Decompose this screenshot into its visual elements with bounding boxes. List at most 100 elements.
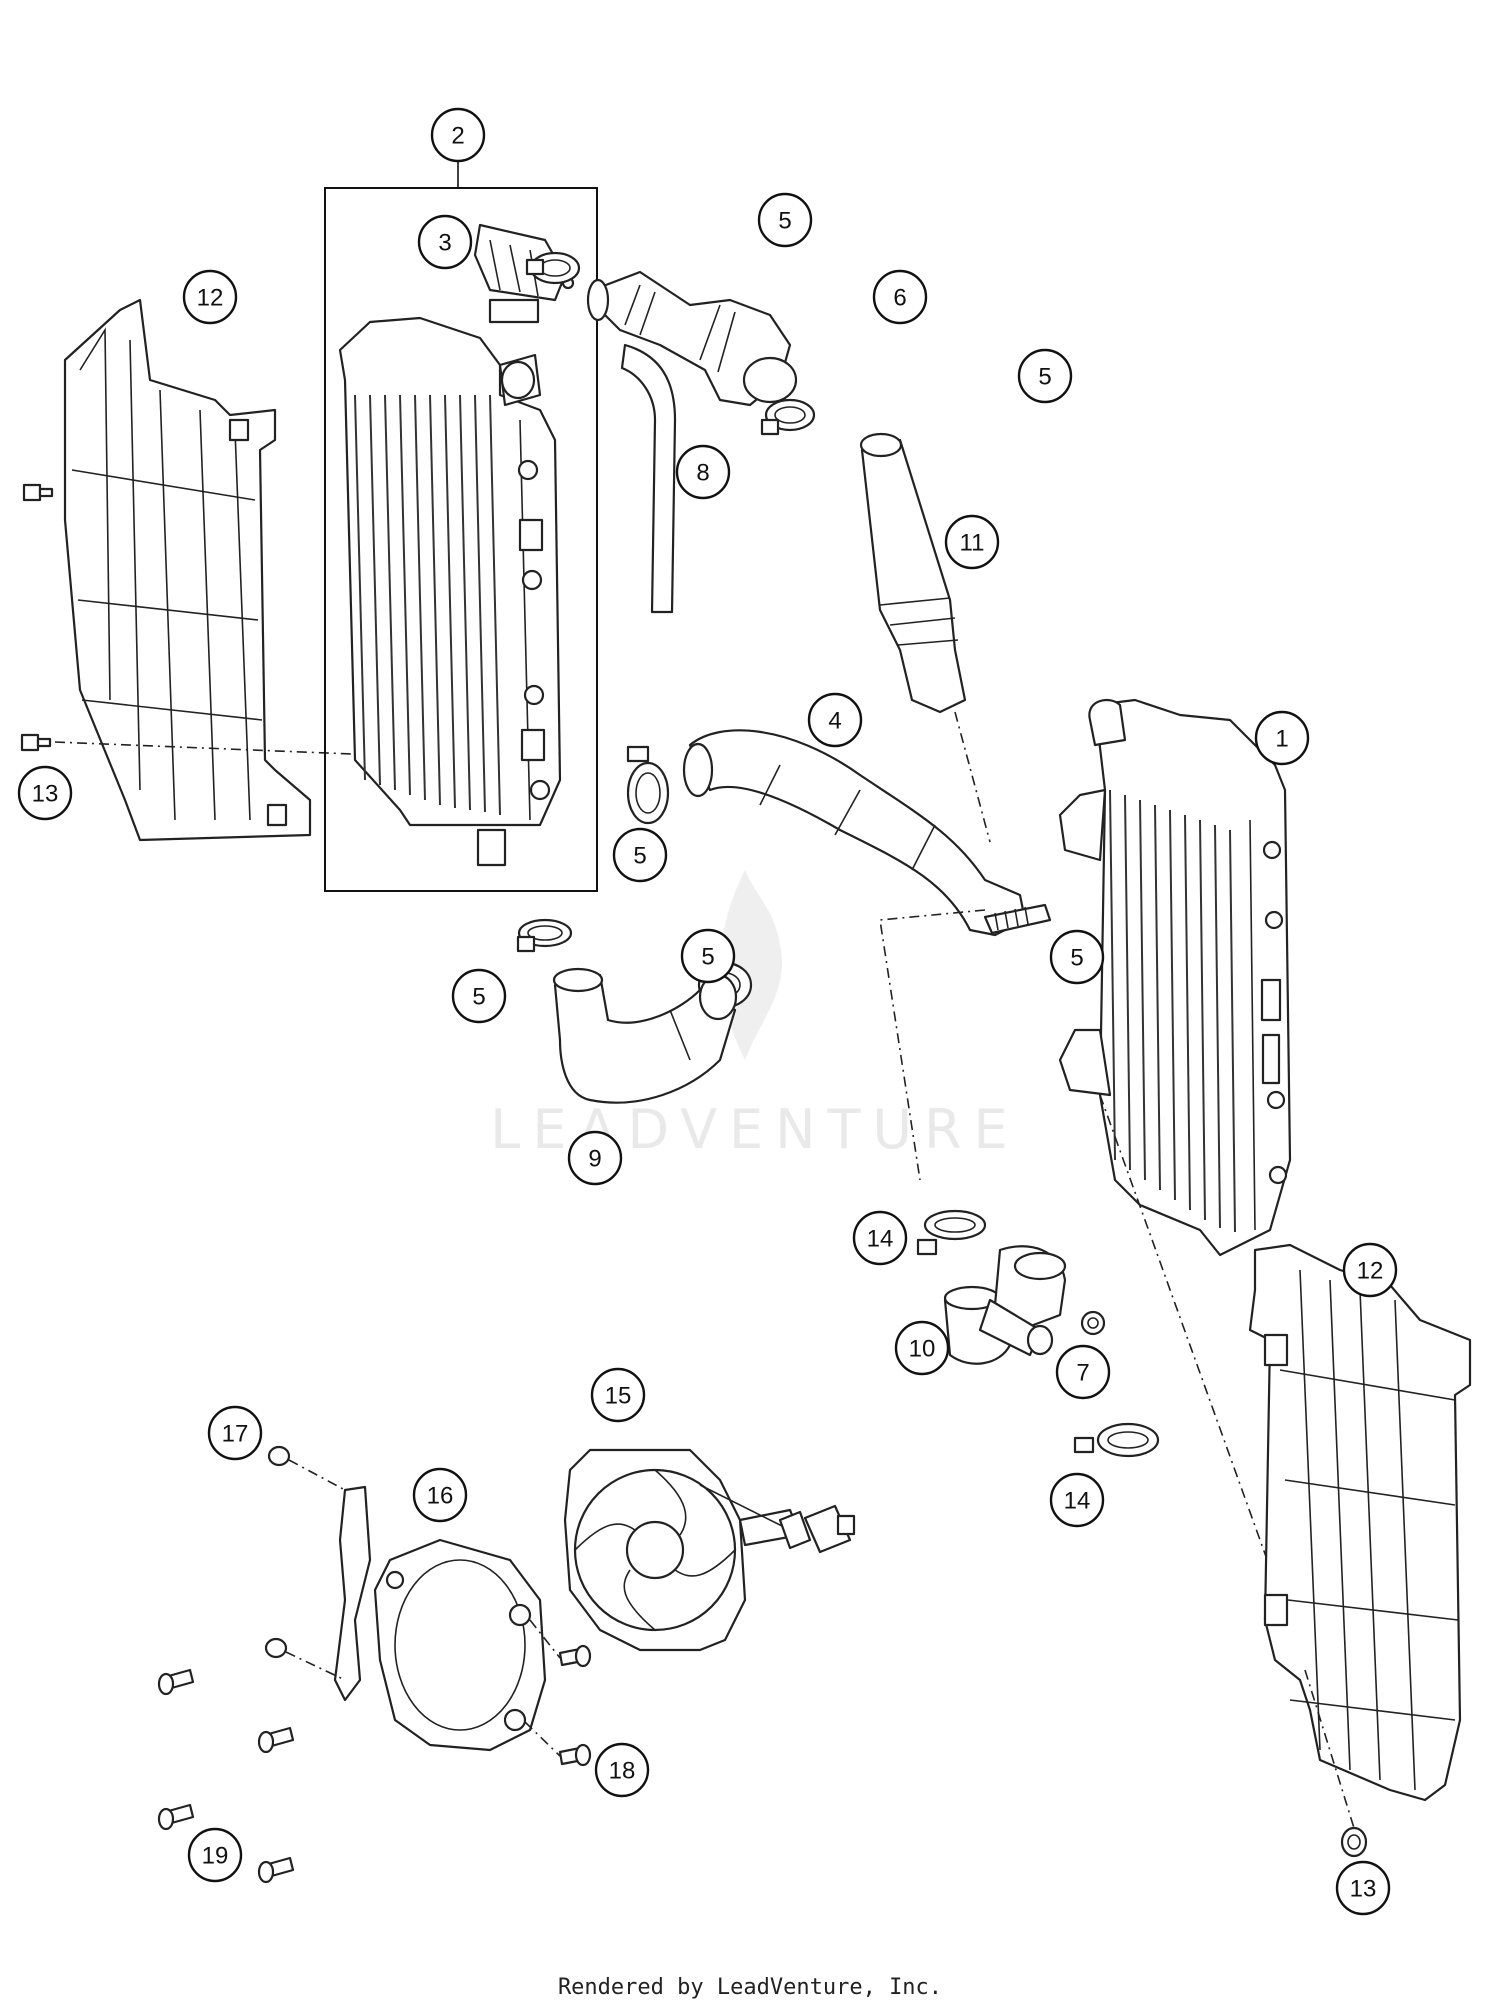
callout-number: 15 [605,1383,632,1410]
callout-number: 5 [633,843,646,870]
screw-18 [558,1644,592,1767]
callout-c15: 15 [590,1367,646,1423]
y-piece-connector [943,1245,1067,1365]
callout-circle [17,765,73,821]
callout-number: 5 [472,984,485,1011]
radiator-assembly-frame [324,187,598,892]
callout-circle [590,1367,646,1423]
callout-c5a: 5 [757,192,813,248]
callout-c14a: 14 [852,1210,908,1266]
callout-circle [675,444,731,500]
thermostat-hose [586,270,798,407]
callout-c7: 7 [1055,1344,1111,1400]
shroud-bolt-right [1340,1826,1368,1858]
callout-number: 12 [1357,1258,1384,1285]
hose-clamp-top-left [525,251,581,285]
callout-circle [1017,348,1073,404]
callout-c2: 2 [430,107,486,163]
radiator-left [338,298,562,867]
callout-circle [567,1130,623,1186]
thermostat-pipe [859,432,967,714]
callout-circle [1342,1242,1398,1298]
callout-c5c: 5 [612,827,668,883]
callout-number: 8 [696,460,709,487]
callout-c5f: 5 [451,968,507,1024]
callout-number: 14 [867,1226,894,1253]
hose-clamp-top-right [760,398,816,436]
callout-number: 14 [1064,1488,1091,1515]
callout-number: 9 [588,1146,601,1173]
callout-circle [1335,1860,1391,1916]
callout-c9: 9 [567,1130,623,1186]
callout-c5b: 5 [1017,348,1073,404]
radiator-shroud-right [1248,1243,1472,1802]
callout-number: 1 [1275,726,1288,753]
callout-c5e: 5 [1049,929,1105,985]
callout-number: 5 [778,208,791,235]
shroud-bolt-left [20,733,52,752]
callout-c12b: 12 [1342,1242,1398,1298]
callout-number: 3 [438,230,451,257]
callout-circle [680,928,736,984]
callout-circle [594,1742,650,1798]
callout-c12a: 12 [182,269,238,325]
callout-circle [852,1210,908,1266]
callout-c13b: 13 [1335,1860,1391,1916]
callout-number: 16 [427,1483,454,1510]
callout-c3: 3 [417,214,473,270]
callout-number: 4 [828,708,841,735]
callout-c1: 1 [1254,710,1310,766]
callout-number: 7 [1076,1360,1089,1387]
callout-c17: 17 [207,1405,263,1461]
callout-number: 5 [701,944,714,971]
callout-circle [1049,1472,1105,1528]
hose-clamp-right-fitting [983,903,1052,935]
fan-connector-plug [778,1504,856,1554]
callout-layer: 2 3 5 6 5 12 8 11 4 1 13 5 5 5 5 9 14 12 10 7 15 17 16 14 18 19 13 [17,107,1398,1916]
callout-number: 6 [893,285,906,312]
callout-number: 12 [197,285,224,312]
callout-circle [451,968,507,1024]
callout-number: 19 [202,1843,229,1870]
callout-circle [944,514,1000,570]
callout-c19: 19 [187,1827,243,1883]
radiator-right-fins [1109,789,1236,1233]
radiator-fan [563,1448,802,1652]
radiator-hose-lower [552,967,738,1104]
callout-circle [1049,929,1105,985]
callout-c10: 10 [894,1320,950,1376]
callout-number: 10 [909,1336,936,1363]
callout-number: 5 [1070,945,1083,972]
callout-number: 2 [451,123,464,150]
callout-circle [412,1467,468,1523]
callout-c18: 18 [594,1742,650,1798]
callout-circle [894,1320,950,1376]
radiator-left-fins [354,394,501,816]
footer-credit: Rendered by LeadVenture, Inc. [558,1975,942,2000]
fan-bracket [333,1485,547,1752]
callout-number: 5 [1038,364,1051,391]
hose-clamp-14-lower [1073,1422,1160,1458]
callout-circle [807,692,863,748]
push-rivet-left [22,483,54,502]
callout-c11: 11 [944,514,1000,570]
callout-circle [417,214,473,270]
hose-clamp-14-upper [916,1209,987,1256]
hose-clamp-upper-left [626,745,670,825]
callout-circle [430,107,486,163]
plug-washer [1080,1310,1106,1336]
callout-number: 11 [960,530,985,557]
screw-17 [264,1445,291,1659]
callout-c4: 4 [807,692,863,748]
callout-circle [207,1405,263,1461]
radiator-shroud-left [63,298,312,842]
radiator-right [1058,698,1292,1257]
callout-circle [757,192,813,248]
callout-number: 13 [1350,1876,1377,1903]
callout-c16: 16 [412,1467,468,1523]
callout-c14b: 14 [1049,1472,1105,1528]
callout-number: 13 [32,781,59,808]
hose-clamp-lower-left [516,918,573,953]
overflow-hose [620,343,677,614]
